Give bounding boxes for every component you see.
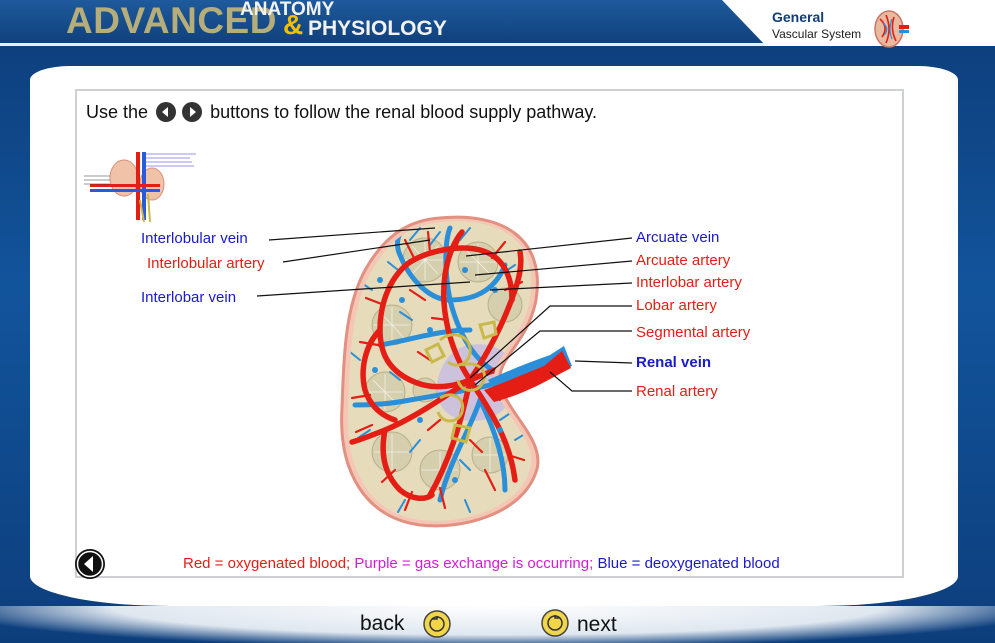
instruction-before: Use the bbox=[86, 102, 149, 122]
label-lobar-artery: Lobar artery bbox=[636, 297, 717, 314]
brand-advanced: ADVANCED bbox=[66, 0, 277, 41]
label-interlobular-artery: Interlobular artery bbox=[147, 255, 265, 272]
legend-red: Red = oxygenated blood; bbox=[183, 555, 351, 572]
label-renal-artery: Renal artery bbox=[636, 383, 718, 400]
instruction-after: buttons to follow the renal blood supply… bbox=[210, 102, 597, 122]
kidney-icon bbox=[874, 10, 909, 48]
label-renal-vein: Renal vein bbox=[636, 354, 712, 371]
brand-anatomy: ANATOMY bbox=[240, 0, 335, 20]
legend-blue: Blue = deoxygenated blood bbox=[597, 555, 780, 572]
label-interlobar-artery: Interlobar artery bbox=[636, 274, 742, 291]
section-badge bbox=[722, 0, 995, 46]
header-divider bbox=[0, 43, 995, 46]
color-legend: Red = oxygenated blood; Purple = gas exc… bbox=[183, 555, 780, 573]
section-title: General bbox=[772, 9, 825, 25]
content-frame bbox=[75, 89, 904, 578]
brand-ampersand: & bbox=[283, 9, 304, 40]
prev-step-icon bbox=[156, 102, 177, 122]
next-step-icon bbox=[182, 102, 203, 122]
next-button-icon[interactable] bbox=[541, 609, 569, 637]
instruction-text: Use the buttons to follow the renal bloo… bbox=[86, 101, 597, 123]
footer-bar bbox=[0, 606, 995, 643]
label-arcuate-artery: Arcuate artery bbox=[636, 252, 731, 269]
label-interlobar-vein: Interlobar vein bbox=[141, 289, 237, 306]
section-subtitle: Vascular System bbox=[772, 27, 862, 41]
legend-purple: Purple = gas exchange is occurring; bbox=[354, 555, 594, 572]
brand-physiology: PHYSIOLOGY bbox=[308, 17, 447, 40]
next-link[interactable]: next bbox=[577, 613, 617, 636]
back-link[interactable]: back bbox=[360, 612, 405, 635]
label-interlobular-vein: Interlobular vein bbox=[141, 230, 248, 247]
label-segmental-artery: Segmental artery bbox=[636, 324, 751, 341]
previous-step-button[interactable] bbox=[74, 548, 106, 580]
overview-thumbnail[interactable] bbox=[80, 150, 196, 222]
label-arcuate-vein: Arcuate vein bbox=[636, 229, 720, 246]
back-button-icon[interactable] bbox=[423, 610, 451, 638]
